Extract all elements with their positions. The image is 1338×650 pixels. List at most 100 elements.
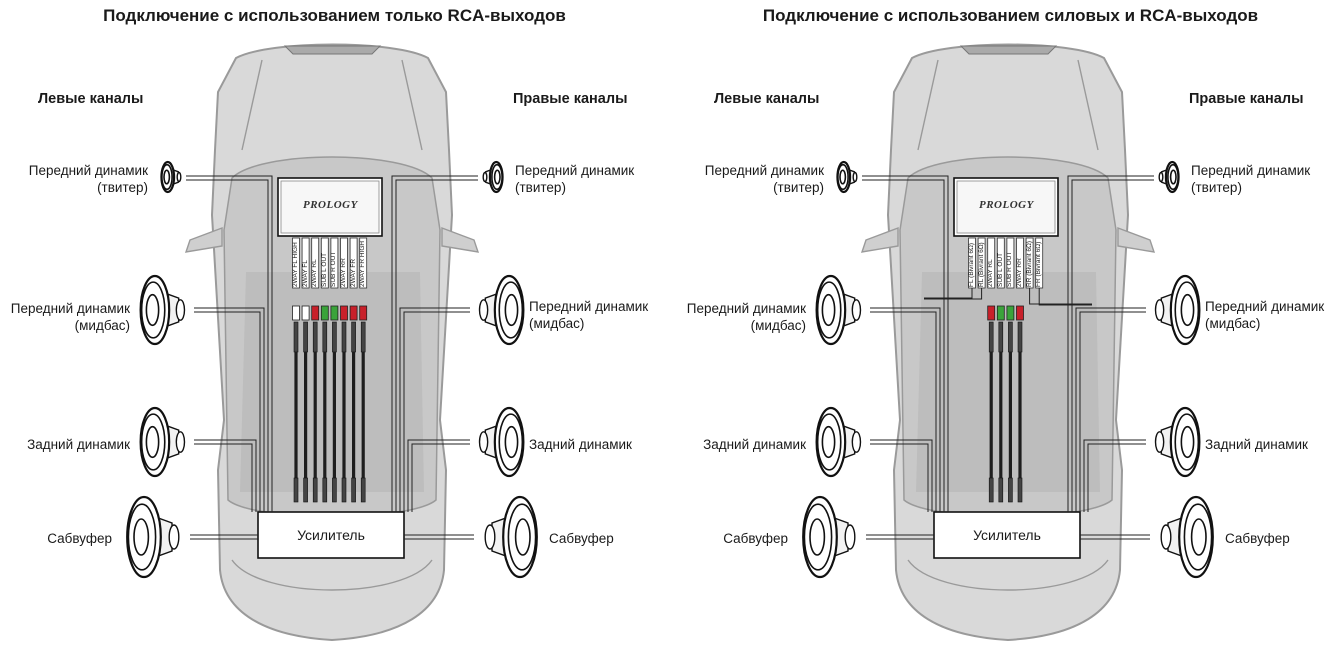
label-right-tweeter: Передний динамик(твитер) bbox=[1191, 163, 1311, 195]
rca-tag bbox=[330, 237, 339, 289]
speaker-wires bbox=[186, 175, 478, 540]
rca-output-label: 2WAY RR bbox=[340, 258, 347, 287]
diagram-rca-only: Подключение с использованием только RCA-… bbox=[10, 6, 649, 642]
rca-tag bbox=[1016, 237, 1024, 289]
rca-tag bbox=[320, 237, 329, 289]
rca-output-label: RR (Bivrant 6Ω) bbox=[1025, 240, 1033, 287]
diagram-power-and-rca: Подключение с использованием силовых и R… bbox=[676, 0, 1338, 650]
rca-output-label: FR (Bivrant 6Ω) bbox=[1035, 241, 1043, 287]
head-unit bbox=[277, 177, 383, 237]
rca-outputs bbox=[292, 237, 368, 503]
power-lead bbox=[1038, 288, 1092, 306]
rca-connector bbox=[1008, 477, 1013, 503]
rca-tag bbox=[1006, 237, 1015, 289]
rca-connector bbox=[312, 321, 318, 353]
rca-tag bbox=[292, 237, 300, 289]
label-left-sub: Сабвуфер bbox=[723, 531, 788, 546]
rca-output-label: 2WAY RL bbox=[987, 259, 995, 287]
rca-output-label: SUB L OUT bbox=[320, 252, 328, 287]
rca-plug bbox=[301, 305, 310, 321]
head-unit bbox=[953, 177, 1059, 237]
rca-connector bbox=[988, 321, 994, 353]
rca-outputs bbox=[924, 237, 1092, 503]
rca-connector bbox=[293, 321, 299, 353]
speaker-right-subwoofer bbox=[1160, 495, 1214, 579]
speaker-left-subwoofer bbox=[802, 495, 856, 579]
label-left-tweeter: Передний динамик(твитер) bbox=[704, 163, 824, 195]
rca-output-label: 2WAY FL bbox=[301, 260, 309, 287]
mirror-left bbox=[184, 226, 223, 253]
label-left-tweeter: Передний динамик(твитер) bbox=[28, 163, 148, 195]
label-right-midbass: Передний динамик(мидбас) bbox=[529, 299, 649, 331]
mirror-right bbox=[441, 226, 480, 253]
rca-output-label: 2WAY FR HIGH bbox=[359, 240, 367, 287]
car-scene-rca-only bbox=[126, 43, 538, 642]
head-unit-brand: PROLOGY bbox=[979, 199, 1034, 211]
rca-output-label: 2WAY RR bbox=[1016, 258, 1023, 287]
rca-plug bbox=[320, 305, 329, 321]
speaker-right-tweeter bbox=[1158, 160, 1180, 194]
label-left-midbass: Передний динамик(мидбас) bbox=[10, 301, 130, 333]
rca-connector bbox=[1017, 321, 1023, 353]
speaker-left-midbass bbox=[139, 274, 186, 346]
rca-connector bbox=[303, 321, 308, 353]
rca-connector bbox=[293, 477, 299, 503]
rca-connector bbox=[998, 321, 1004, 353]
rca-output-label: RL (Bivrant 6Ω) bbox=[977, 242, 985, 287]
right-channels-header: Правые каналы bbox=[1189, 91, 1304, 107]
rca-connector bbox=[341, 321, 347, 353]
rca-output-label: 2WAY FR bbox=[349, 258, 357, 287]
rca-plug bbox=[311, 305, 320, 321]
rca-plug bbox=[349, 305, 358, 321]
speaker-right-midbass bbox=[478, 274, 525, 346]
rca-connector bbox=[360, 477, 366, 503]
left-channels-header: Левые каналы bbox=[714, 91, 820, 107]
rca-tag bbox=[996, 237, 1005, 289]
power-lead bbox=[1029, 288, 1092, 305]
head-unit-brand: PROLOGY bbox=[303, 199, 358, 211]
car-scene-power-and-rca bbox=[802, 43, 1214, 642]
amplifier-label: Усилитель bbox=[297, 527, 365, 543]
rca-connector bbox=[360, 321, 366, 353]
rca-plug bbox=[292, 305, 300, 321]
label-left-midbass: Передний динамик(мидбас) bbox=[686, 301, 806, 333]
rca-connector bbox=[351, 477, 356, 503]
amplifier-label: Усилитель bbox=[973, 527, 1041, 543]
diagram-title: Подключение с использованием силовых и R… bbox=[762, 6, 1259, 25]
rca-connector bbox=[332, 321, 337, 353]
power-lead bbox=[924, 288, 983, 300]
rca-plug bbox=[996, 305, 1005, 321]
rca-plug bbox=[330, 305, 339, 321]
right-channels-header: Правые каналы bbox=[513, 91, 628, 107]
cabin-floor bbox=[916, 272, 1100, 492]
rca-tag bbox=[340, 237, 348, 289]
rca-plug bbox=[987, 305, 996, 321]
amplifier-box bbox=[257, 511, 405, 559]
speaker-right-subwoofer bbox=[484, 495, 538, 579]
rca-connector bbox=[322, 321, 328, 353]
speaker-left-subwoofer bbox=[126, 495, 180, 579]
rca-connector bbox=[1017, 477, 1023, 503]
rca-tag bbox=[301, 237, 310, 289]
speaker-wires bbox=[862, 175, 1154, 540]
rca-connector bbox=[341, 477, 347, 503]
rca-output-label: SUB L OUT bbox=[996, 252, 1004, 287]
rca-tag bbox=[359, 237, 368, 289]
rca-tag bbox=[349, 237, 358, 289]
rca-output-label: 2WAY RL bbox=[311, 259, 319, 287]
rca-plug bbox=[359, 305, 368, 321]
label-left-sub: Сабвуфер bbox=[47, 531, 112, 546]
rca-plug bbox=[1006, 305, 1015, 321]
left-channels-header: Левые каналы bbox=[38, 91, 144, 107]
speaker-right-rear bbox=[1154, 406, 1201, 478]
label-right-rear: Задний динамик bbox=[1205, 437, 1308, 452]
label-right-rear: Задний динамик bbox=[529, 437, 632, 452]
speaker-left-tweeter bbox=[160, 160, 182, 194]
rca-connector bbox=[998, 477, 1004, 503]
label-left-rear: Задний динамик bbox=[27, 437, 130, 452]
label-left-rear: Задний динамик bbox=[703, 437, 806, 452]
diagram-title: Подключение с использованием только RCA-… bbox=[103, 6, 566, 25]
rca-plug bbox=[340, 305, 348, 321]
rca-connector bbox=[322, 477, 328, 503]
rca-output-label: SUB R OUT bbox=[1006, 251, 1014, 287]
